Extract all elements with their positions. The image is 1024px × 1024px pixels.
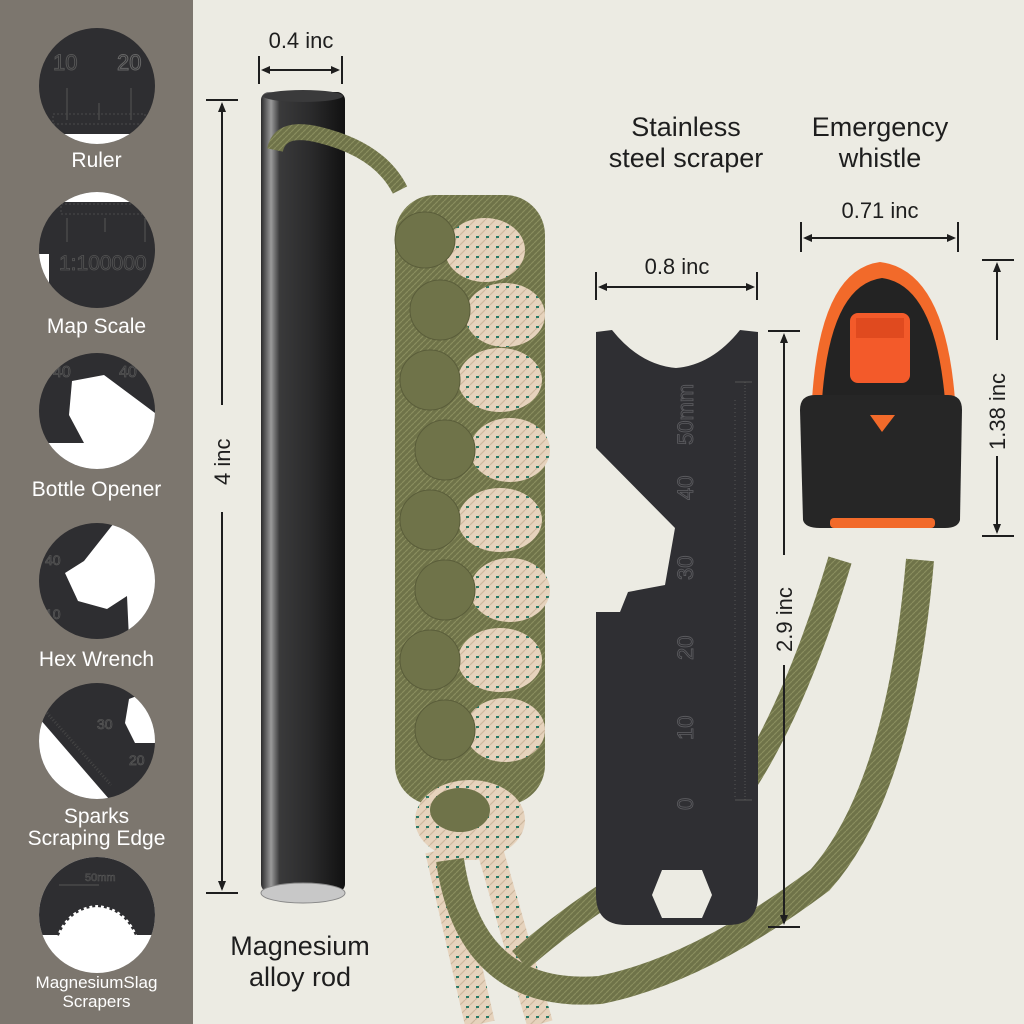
svg-text:40: 40 bbox=[53, 364, 71, 381]
feature-label: Sparks Scraping Edge bbox=[27, 805, 166, 850]
features-sidebar: 10 20 Ruler 1:100000 Map Scale bbox=[0, 0, 193, 1024]
scraper-mark-30: 30 bbox=[673, 556, 698, 580]
rod-height-dimension bbox=[206, 99, 238, 894]
scraper-height-label: 2.9 inc bbox=[772, 587, 797, 652]
scraper-width-label: 0.8 inc bbox=[644, 254, 710, 279]
magnesium-rod-image bbox=[260, 90, 346, 904]
scraper-mark-20: 20 bbox=[673, 636, 698, 660]
svg-text:40: 40 bbox=[45, 552, 61, 568]
scraping-edge-closeup-icon: 30 20 bbox=[39, 683, 155, 799]
scraper-mark-0: 0 bbox=[673, 798, 698, 810]
scraper-width-dimension bbox=[595, 272, 758, 300]
svg-text:1:100000: 1:100000 bbox=[59, 252, 147, 275]
whistle-height-label: 1.38 inc bbox=[985, 372, 1010, 450]
svg-text:10: 10 bbox=[45, 606, 61, 622]
scraper-mark-40: 40 bbox=[673, 476, 698, 500]
svg-text:20: 20 bbox=[117, 50, 141, 75]
rod-title: Magnesium alloy rod bbox=[230, 931, 370, 992]
whistle-title: Emergency whistle bbox=[811, 112, 949, 173]
map-scale-closeup-icon: 1:100000 bbox=[39, 192, 155, 308]
bottle-opener-closeup-icon: 40 40 bbox=[39, 353, 155, 469]
ruler-closeup-icon: 10 20 bbox=[39, 28, 155, 144]
feature-label: Map Scale bbox=[46, 315, 147, 338]
svg-text:10: 10 bbox=[53, 50, 77, 75]
feature-label: Hex Wrench bbox=[38, 648, 155, 671]
whistle-width-dimension bbox=[800, 222, 959, 252]
whistle-width-label: 0.71 inc bbox=[841, 198, 919, 223]
svg-text:20: 20 bbox=[129, 752, 145, 768]
feature-label: Ruler bbox=[71, 149, 122, 172]
steel-scraper-image: 0 10 20 30 40 50mm bbox=[596, 330, 758, 925]
svg-text:50mm: 50mm bbox=[85, 872, 116, 884]
feature-label: MagnesiumSlag Scrapers bbox=[35, 973, 158, 1011]
whistle-height-dimension bbox=[982, 259, 1014, 537]
svg-text:40: 40 bbox=[119, 364, 137, 381]
rod-width-dimension bbox=[258, 56, 343, 84]
hex-wrench-closeup-icon: 40 10 bbox=[39, 523, 155, 639]
rod-height-label: 4 inc bbox=[210, 438, 235, 485]
rod-width-label: 0.4 inc bbox=[268, 28, 334, 53]
scraper-height-dimension bbox=[768, 330, 800, 928]
scraper-title: Stainless steel scraper bbox=[608, 112, 764, 173]
emergency-whistle-image bbox=[800, 262, 962, 528]
svg-text:30: 30 bbox=[97, 716, 113, 732]
scraper-mark-50mm: 50mm bbox=[673, 384, 698, 445]
scraper-mark-10: 10 bbox=[673, 716, 698, 740]
paracord-lanyard-image bbox=[267, 124, 934, 1024]
feature-label: Bottle Opener bbox=[31, 478, 162, 501]
slag-scraper-closeup-icon: 50mm bbox=[39, 857, 155, 973]
